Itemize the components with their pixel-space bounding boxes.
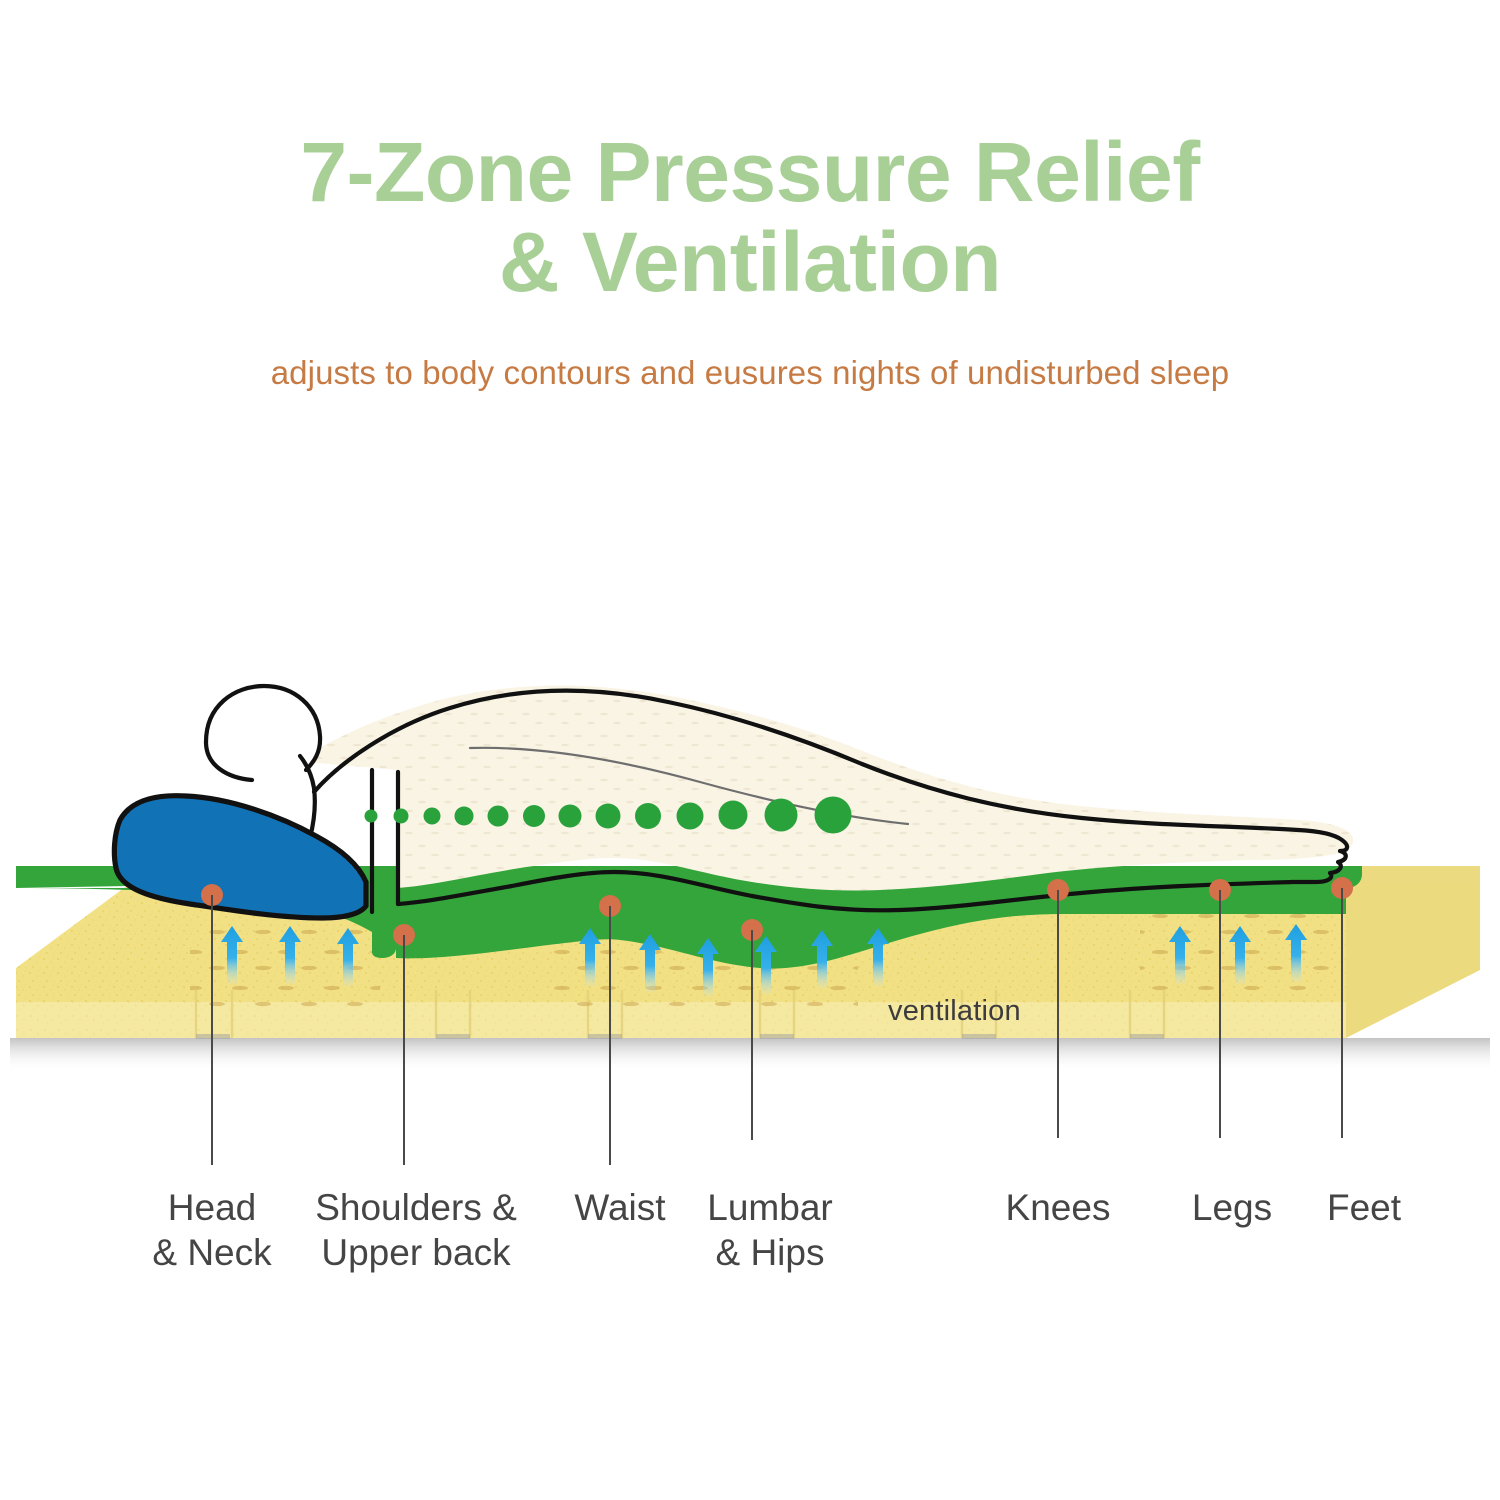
spine-alignment-dots <box>364 796 852 834</box>
air-arrow <box>337 928 359 986</box>
zone-label-knees: Knees <box>1005 1187 1111 1228</box>
mattress-illustration <box>0 620 1500 1180</box>
pillow <box>111 793 369 921</box>
page-subtitle: adjusts to body contours and eusures nig… <box>270 353 1230 391</box>
zone-label-waist: Waist <box>574 1187 666 1228</box>
zone-dot-knees <box>1047 879 1069 901</box>
page-title: 7-Zone Pressure Relief & Ventilation <box>300 125 1200 309</box>
zone-label-legs: Legs <box>1191 1187 1273 1228</box>
air-arrow <box>221 926 243 984</box>
air-arrow <box>1285 924 1307 982</box>
air-arrow <box>579 928 601 986</box>
ventilation-label: ventilation <box>888 995 1021 1027</box>
air-arrow <box>697 938 719 996</box>
air-arrow <box>639 934 661 992</box>
air-arrow <box>1229 926 1251 984</box>
air-arrow <box>755 936 777 994</box>
zone-label-row: Head & Neck Shoulders & Upper back Waist… <box>0 1185 1500 1305</box>
mattress-drop-shadow <box>10 1038 1490 1072</box>
air-arrow <box>811 930 833 988</box>
air-arrow <box>867 928 889 986</box>
air-arrow <box>1169 926 1191 984</box>
zone-dot-head-neck <box>201 884 223 906</box>
ventilation-arrows <box>221 924 1307 996</box>
zone-dot-waist <box>599 895 621 917</box>
zone-dot-shoulders <box>393 924 415 946</box>
zone-dot-feet <box>1331 877 1353 899</box>
zone-label-feet: Feet <box>1326 1187 1402 1228</box>
air-arrow <box>279 926 301 984</box>
zone-dot-legs <box>1209 879 1231 901</box>
zone-label-shoulders: Shoulders & Upper back <box>315 1187 517 1274</box>
zone-dot-lumbar-hips <box>741 919 763 941</box>
sleeping-person <box>203 683 1354 915</box>
mattress-cross-section-svg <box>10 683 1490 1072</box>
foam-seam-feet <box>196 1034 1164 1039</box>
zone-label-lumbar-hips: Lumbar & Hips <box>707 1187 833 1274</box>
header: 7-Zone Pressure Relief & Ventilation adj… <box>0 125 1500 392</box>
zone-label-head-neck: Head & Neck <box>152 1187 272 1274</box>
